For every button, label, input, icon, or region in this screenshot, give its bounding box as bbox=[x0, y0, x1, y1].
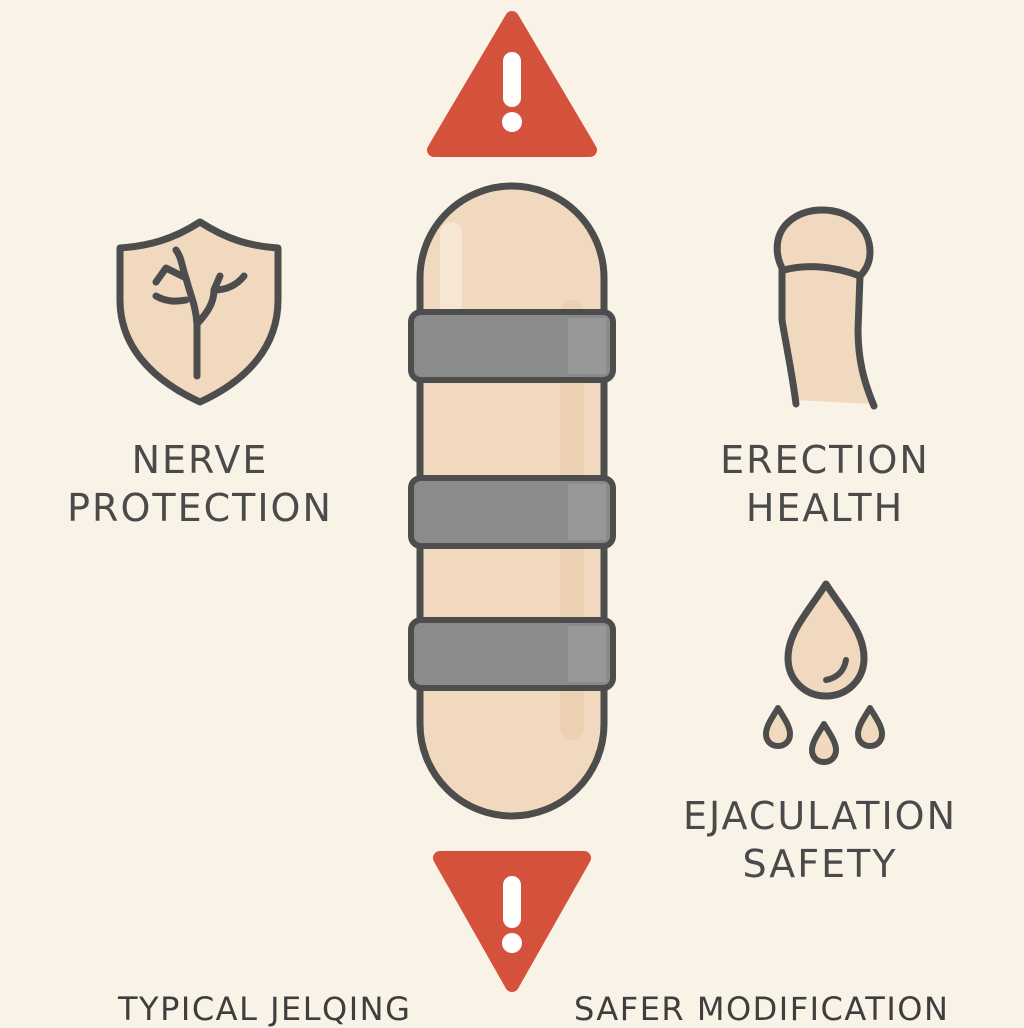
typical-jelqing-label: TYPICAL JELQING bbox=[118, 990, 412, 1028]
capsule-band bbox=[408, 617, 616, 691]
capsule-band bbox=[408, 309, 616, 383]
erection-label-line1: ERECTION bbox=[720, 438, 930, 482]
erect-penis-icon bbox=[773, 206, 878, 410]
nerve-label-line2: PROTECTION bbox=[67, 486, 333, 530]
ejaculation-label-line2: SAFETY bbox=[742, 842, 898, 886]
ejaculation-label-line1: EJACULATION bbox=[682, 794, 958, 838]
nerve-protection-label: NERVE PROTECTION bbox=[60, 436, 340, 532]
banded-capsule-icon bbox=[408, 182, 616, 820]
ejaculation-safety-label: EJACULATION SAFETY bbox=[670, 792, 970, 888]
erection-health-label: ERECTION HEALTH bbox=[700, 436, 950, 532]
top-warning-icon bbox=[427, 11, 597, 157]
capsule-band bbox=[408, 475, 616, 549]
erection-label-line2: HEALTH bbox=[745, 486, 905, 530]
safer-modification-label: SAFER MODIFICATION bbox=[574, 990, 950, 1028]
droplets-icon bbox=[763, 580, 885, 765]
nerve-label-line1: NERVE bbox=[131, 438, 269, 482]
shield-nerve-icon bbox=[116, 218, 282, 406]
bottom-warning-icon bbox=[433, 851, 591, 992]
